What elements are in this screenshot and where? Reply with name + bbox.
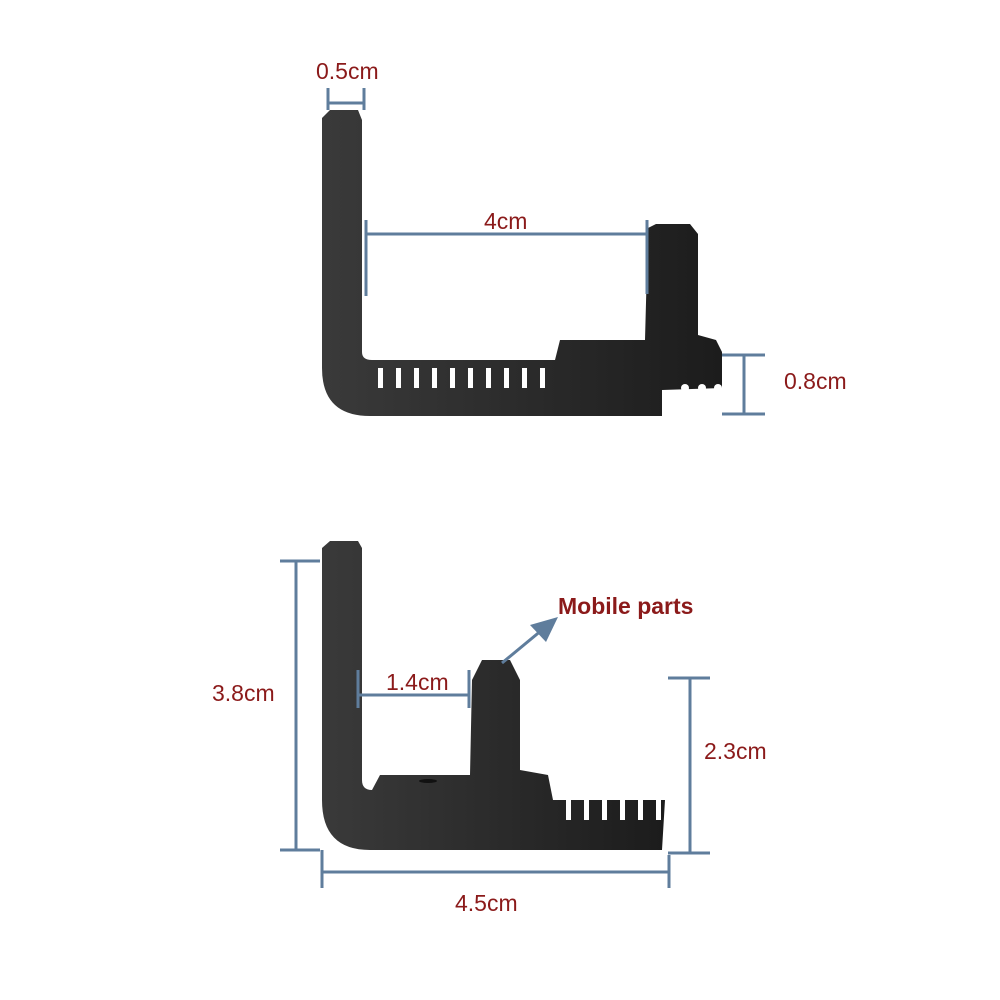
top-bracket: [322, 110, 722, 416]
dim-total-width: 4.5cm: [455, 890, 518, 916]
dim-inner-width: 4cm: [484, 208, 528, 234]
arrow-head-icon: [530, 617, 558, 642]
bottom-bracket: [322, 541, 665, 850]
mobile-parts-annotation: Mobile parts: [558, 593, 694, 619]
dim-gap: 1.4cm: [386, 669, 449, 695]
dim-total-height: 3.8cm: [212, 680, 275, 706]
dim-height-right: 0.8cm: [784, 368, 847, 394]
dim-thickness: 0.5cm: [316, 58, 379, 84]
dim-mobile-height: 2.3cm: [704, 738, 767, 764]
top-dimension-lines: [326, 88, 765, 416]
bottom-dimension-lines: [280, 559, 710, 888]
